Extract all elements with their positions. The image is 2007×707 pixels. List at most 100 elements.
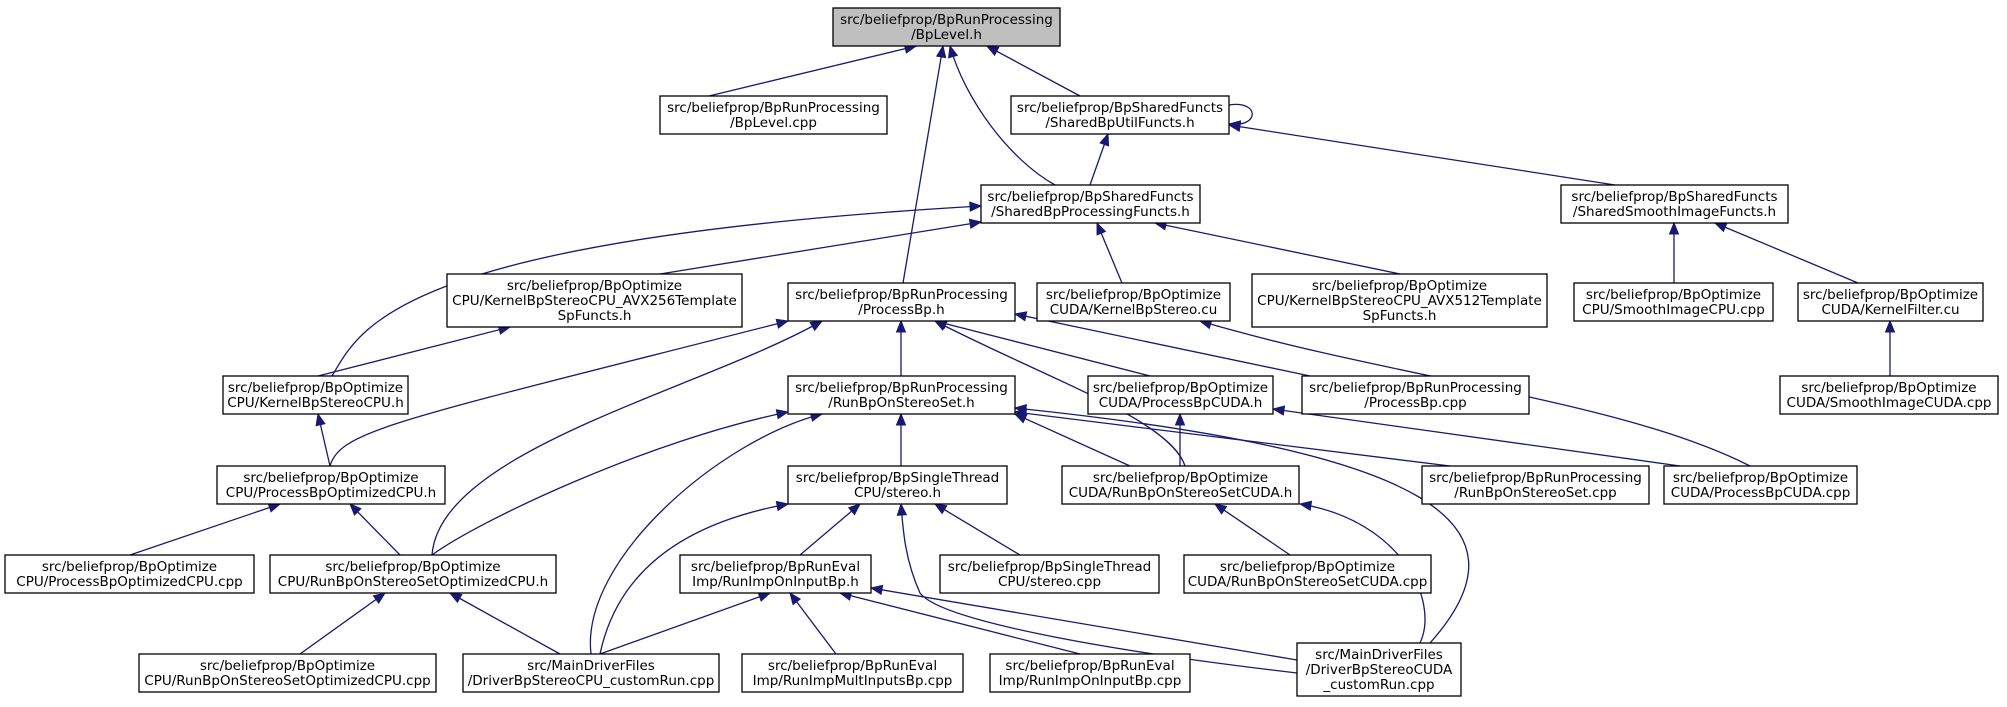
arrowhead-icon — [372, 592, 387, 604]
node-bplevel-h[interactable]: src/beliefprop/BpRunProcessing/BpLevel.h — [832, 7, 1061, 47]
edge-line — [331, 205, 982, 377]
node-processbp-h[interactable]: src/beliefprop/BpRunProcessing/ProcessBp… — [787, 282, 1016, 322]
node-runbpcuda-h[interactable]: src/beliefprop/BpOptimizeCUDA/RunBpOnSte… — [1061, 465, 1300, 505]
node-label-line: SpFuncts.h — [558, 308, 632, 324]
node-label-line: /ProcessBp.cpp — [1364, 395, 1466, 411]
node-box — [1421, 465, 1650, 505]
node-box — [1296, 642, 1462, 697]
node-sharedbputil[interactable]: src/beliefprop/BpSharedFuncts/SharedBpUt… — [1010, 95, 1230, 135]
edge-avx512-to-sharedbpproc — [1153, 220, 1401, 275]
node-runbpoptcpu-h[interactable]: src/beliefprop/BpOptimizeCPU/RunBpOnSter… — [269, 554, 557, 594]
node-box — [222, 375, 409, 415]
node-box — [1797, 282, 1984, 322]
arrowhead-icon — [969, 201, 983, 212]
edge-line — [1272, 408, 1681, 467]
node-runimponinputbp-cpp[interactable]: src/beliefprop/BpRunEvalImp/RunImpOnInpu… — [989, 653, 1191, 693]
arrowhead-icon — [985, 45, 1000, 57]
edge-runbpcuda_cpp-to-runbpcuda_h — [1213, 503, 1291, 556]
arrowhead-icon — [933, 503, 948, 515]
edge-runbpoptcpu_h-to-processbpoptcpu_h — [349, 503, 401, 556]
node-label-line: /DriverBpStereoCUDA — [1306, 662, 1453, 678]
edge-processbpoptcpu_h-to-processbp_h — [329, 318, 790, 467]
node-label-line: src/beliefprop/BpOptimize — [1046, 287, 1221, 303]
edge-sharedbputil-to-bplevel_h — [985, 45, 1081, 97]
node-kernelfilter[interactable]: src/beliefprop/BpOptimizeCUDA/KernelFilt… — [1797, 282, 1984, 322]
arrowhead-icon — [1213, 503, 1228, 515]
node-label-line: CPU/KernelBpStereoCPU.h — [227, 395, 404, 411]
node-box — [4, 554, 255, 594]
edge-line — [1154, 222, 1401, 275]
edge-sharedbpproc-to-sharedbputil — [1089, 132, 1110, 186]
arrowhead-icon — [1096, 221, 1107, 236]
arrowhead-icon — [1271, 405, 1286, 416]
edge-line — [129, 503, 281, 556]
node-label-line: /SharedBpUtilFuncts.h — [1045, 115, 1194, 131]
edge-line — [986, 45, 1081, 97]
node-kernelbpstereocpu[interactable]: src/beliefprop/BpOptimizeCPU/KernelBpSte… — [222, 375, 409, 415]
edge-runbpcuda_h-to-processbpcuda_h — [1174, 412, 1186, 466]
node-label-line: Imp/RunImpOnInputBp.h — [692, 574, 859, 590]
edge-kernelbpstereo_cu-to-sharedbpproc — [1096, 221, 1123, 284]
node-processbpoptcpu-h[interactable]: src/beliefprop/BpOptimizeCPU/ProcessBpOp… — [216, 465, 446, 505]
node-label-line: CUDA/KernelFilter.cu — [1821, 302, 1959, 318]
node-label-line: src/beliefprop/BpOptimize — [200, 658, 375, 674]
arrowhead-icon — [895, 412, 907, 426]
edge-processbpcuda_h-to-processbp_h — [933, 318, 1151, 377]
node-label-line: CUDA/ProcessBpCUDA.h — [1099, 395, 1263, 411]
node-sharedsmooth[interactable]: src/beliefprop/BpSharedFuncts/SharedSmoo… — [1560, 184, 1789, 224]
node-processbpcuda-h[interactable]: src/beliefprop/BpOptimizeCUDA/ProcessBpC… — [1087, 375, 1274, 415]
edge-processbp_h-to-bplevel_h — [902, 44, 947, 284]
node-label-line: src/beliefprop/BpSharedFuncts — [987, 189, 1193, 205]
node-runimponinputbp-h[interactable]: src/beliefprop/BpRunEvalImp/RunImpOnInpu… — [679, 554, 872, 594]
node-drivercuda[interactable]: src/MainDriverFiles/DriverBpStereoCUDA_c… — [1296, 642, 1462, 697]
edge-line — [299, 592, 386, 655]
node-box — [989, 653, 1191, 693]
node-label-line: src/beliefprop/BpOptimize — [243, 470, 418, 486]
edge-line — [1014, 413, 1131, 467]
node-kernelbpstereo-cu[interactable]: src/beliefprop/BpOptimizeCUDA/KernelBpSt… — [1036, 282, 1231, 322]
node-stereo-h[interactable]: src/beliefprop/BpSingleThreadCPU/stereo.… — [787, 465, 1008, 505]
edge-processbp_cpp-to-processbp_h — [1013, 311, 1311, 377]
node-box — [446, 273, 743, 328]
node-label-line: CPU/stereo.cpp — [998, 574, 1101, 590]
arrowhead-icon — [789, 591, 802, 606]
node-label-line: /RunBpOnStereoSet.cpp — [1454, 485, 1616, 501]
node-label-line: src/beliefprop/BpOptimize — [1801, 380, 1976, 396]
node-drivercpu[interactable]: src/MainDriverFiles/DriverBpStereoCPU_cu… — [462, 653, 720, 693]
node-runbponstereoset-h[interactable]: src/beliefprop/BpRunProcessing/RunBpOnSt… — [787, 375, 1016, 415]
node-stereo-cpp[interactable]: src/beliefprop/BpSingleThreadCPU/stereo.… — [939, 554, 1160, 594]
node-runbpoptcpu-cpp[interactable]: src/beliefprop/BpOptimizeCPU/RunBpOnSter… — [138, 653, 437, 693]
node-avx512[interactable]: src/beliefprop/BpOptimizeCPU/KernelBpSte… — [1251, 273, 1548, 328]
edge-runbpoptcpu_h-to-runbponstereoset_h — [431, 409, 790, 556]
node-box — [741, 653, 964, 693]
node-runbponstereoset-cpp[interactable]: src/beliefprop/BpRunProcessing/RunBpOnSt… — [1421, 465, 1650, 505]
file-nodes: src/beliefprop/BpRunProcessing/BpLevel.h… — [4, 7, 1999, 697]
node-runimpmulti[interactable]: src/beliefprop/BpRunEvalImp/RunImpMultIn… — [741, 653, 964, 693]
node-label-line: CPU/RunBpOnStereoSetOptimizedCPU.cpp — [144, 673, 430, 689]
edge-line — [708, 45, 917, 97]
arrowhead-icon — [1013, 403, 1027, 415]
node-processbpcuda-cpp[interactable]: src/beliefprop/BpOptimizeCUDA/ProcessBpC… — [1663, 465, 1858, 505]
edge-line — [431, 411, 789, 556]
node-processbpoptcpu-cpp[interactable]: src/beliefprop/BpOptimizeCPU/ProcessBpOp… — [4, 554, 255, 594]
arrowhead-icon — [935, 44, 947, 59]
node-label-line: /BpLevel.cpp — [730, 115, 817, 131]
node-sharedbpproc[interactable]: src/beliefprop/BpSharedFuncts/SharedBpPr… — [980, 184, 1201, 224]
node-label-line: src/beliefprop/BpRunEval — [1005, 658, 1174, 674]
node-label-line: /SharedSmoothImageFuncts.h — [1573, 204, 1776, 220]
node-label-line: src/beliefprop/BpRunProcessing — [1429, 470, 1642, 486]
node-processbp-cpp[interactable]: src/beliefprop/BpRunProcessing/ProcessBp… — [1301, 375, 1530, 415]
node-label-line: src/beliefprop/BpSingleThread — [948, 559, 1151, 575]
node-smoothimagecpu[interactable]: src/beliefprop/BpOptimizeCPU/SmoothImage… — [1573, 282, 1774, 322]
edge-line — [870, 587, 1298, 661]
edge-line — [1214, 503, 1291, 556]
node-smoothimagecuda[interactable]: src/beliefprop/BpOptimizeCUDA/SmoothImag… — [1779, 375, 1999, 415]
node-avx256[interactable]: src/beliefprop/BpOptimizeCPU/KernelBpSte… — [446, 273, 743, 328]
node-label-line: CPU/KernelBpStereoCPU_AVX512Template — [1257, 293, 1542, 309]
node-label-line: src/beliefprop/BpSingleThread — [796, 470, 999, 486]
edge-line — [1228, 124, 1616, 186]
node-runbpcuda-cpp[interactable]: src/beliefprop/BpOptimizeCUDA/RunBpOnSte… — [1183, 554, 1432, 594]
node-box — [659, 95, 888, 135]
node-bplevel-cpp[interactable]: src/beliefprop/BpRunProcessing/BpLevel.c… — [659, 95, 888, 135]
node-label-line: src/beliefprop/BpSharedFuncts — [1571, 189, 1777, 205]
